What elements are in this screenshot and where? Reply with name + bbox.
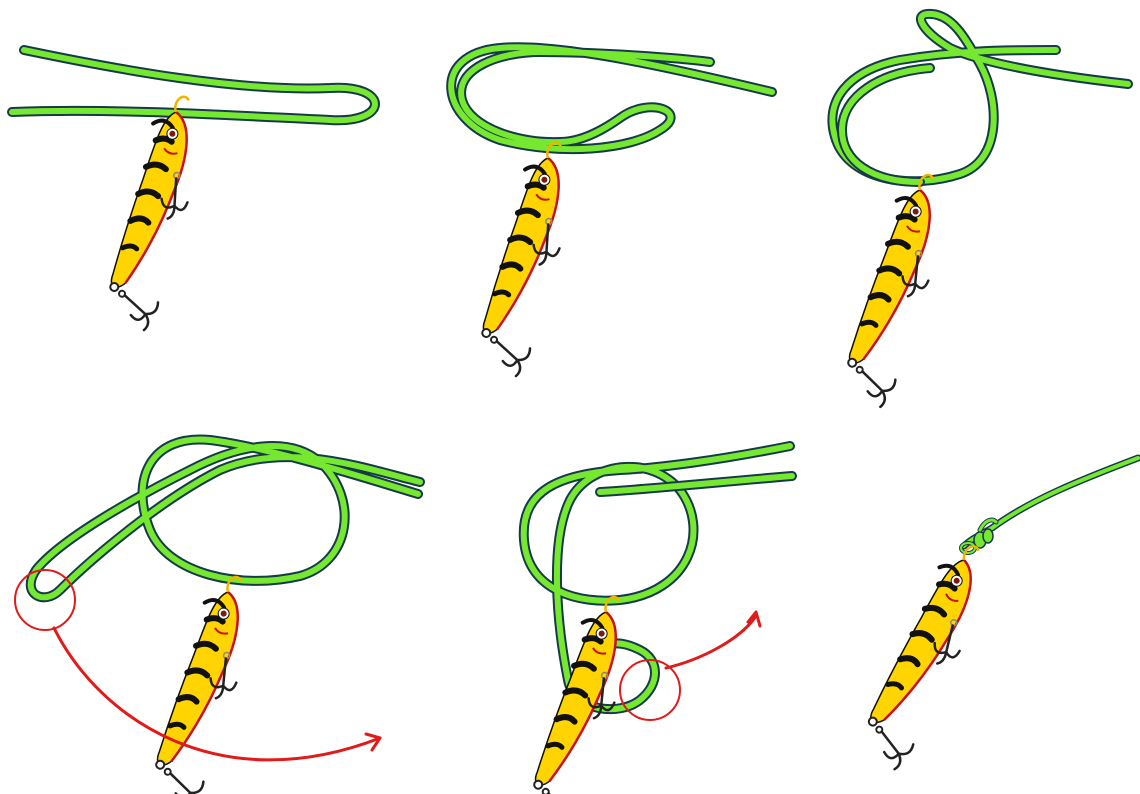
step-6 bbox=[855, 458, 1138, 775]
fishing-line bbox=[524, 446, 792, 709]
step-2 bbox=[451, 47, 772, 379]
step-3 bbox=[832, 14, 1128, 411]
fishing-lure-icon bbox=[147, 569, 261, 794]
step-1 bbox=[12, 50, 375, 333]
red-arrow bbox=[666, 616, 756, 668]
fishing-line bbox=[31, 439, 420, 597]
fishing-line bbox=[12, 50, 375, 120]
fishing-line bbox=[451, 47, 772, 149]
fishing-lure-icon bbox=[103, 90, 209, 334]
step-5 bbox=[524, 446, 792, 794]
fishing-line bbox=[832, 14, 1128, 182]
step-4 bbox=[15, 439, 420, 794]
fishing-lure-icon bbox=[475, 136, 581, 380]
fishing-lure-icon bbox=[855, 534, 998, 775]
fishing-lure-icon bbox=[525, 589, 639, 794]
fishing-lure-icon bbox=[839, 167, 953, 411]
